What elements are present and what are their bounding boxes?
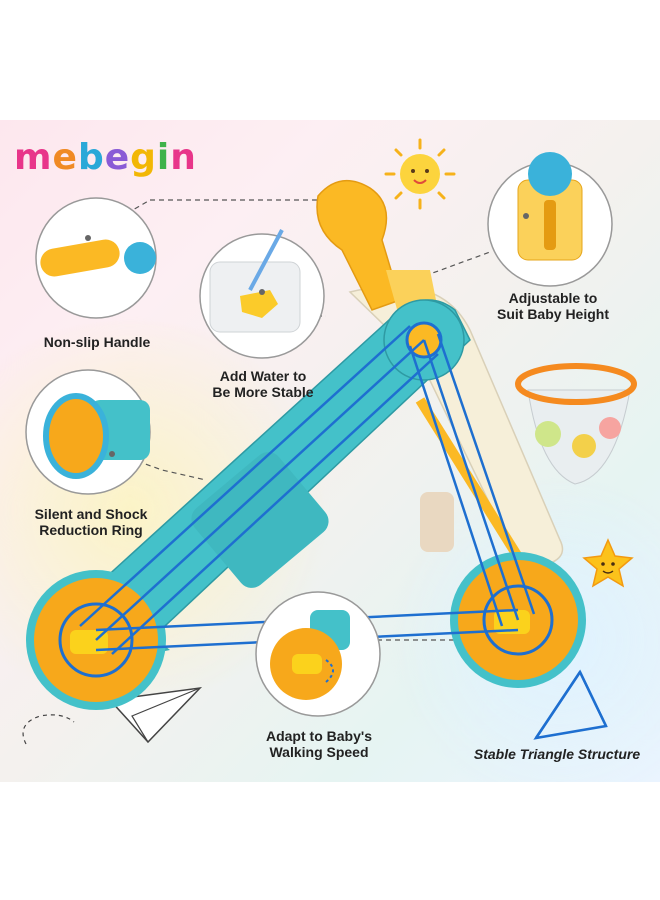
logo-letter: b: [77, 137, 105, 178]
logo-letter: e: [52, 137, 78, 178]
logo-letter: m: [14, 137, 53, 178]
sun-icon: [384, 138, 456, 210]
feature-label-ring: Silent and Shock Reduction Ring: [34, 506, 148, 538]
feature-label-height: Adjustable to Suit Baby Height: [496, 290, 609, 322]
triangle-structure-lines: [79, 325, 536, 655]
basketball-hoop: [515, 363, 637, 485]
brand-logo: mebegin: [14, 137, 197, 178]
feature-label-speed: Adapt to Baby's Walking Speed: [265, 728, 372, 760]
handle-detail-circle: [35, 197, 157, 319]
feature-label-triangle: Stable Triangle Structure: [473, 746, 641, 762]
ring-detail-circle: [25, 369, 151, 495]
water-detail-circle: [199, 229, 325, 359]
walker-handle: [316, 179, 440, 320]
star-icon: [582, 538, 634, 588]
logo-letter: g: [130, 137, 157, 178]
logo-letter: e: [104, 137, 131, 178]
pyramid-icon: [533, 669, 608, 740]
paper-plane-icon: [22, 686, 203, 745]
feature-label-handle: Non-slip Handle: [43, 334, 151, 350]
logo-letter: i: [156, 137, 171, 178]
feature-label-water: Add Water to Be More Stable: [212, 368, 314, 400]
speed-detail-circle: [255, 591, 381, 717]
logo-letter: n: [170, 137, 197, 178]
height-detail-circle: [487, 152, 613, 287]
